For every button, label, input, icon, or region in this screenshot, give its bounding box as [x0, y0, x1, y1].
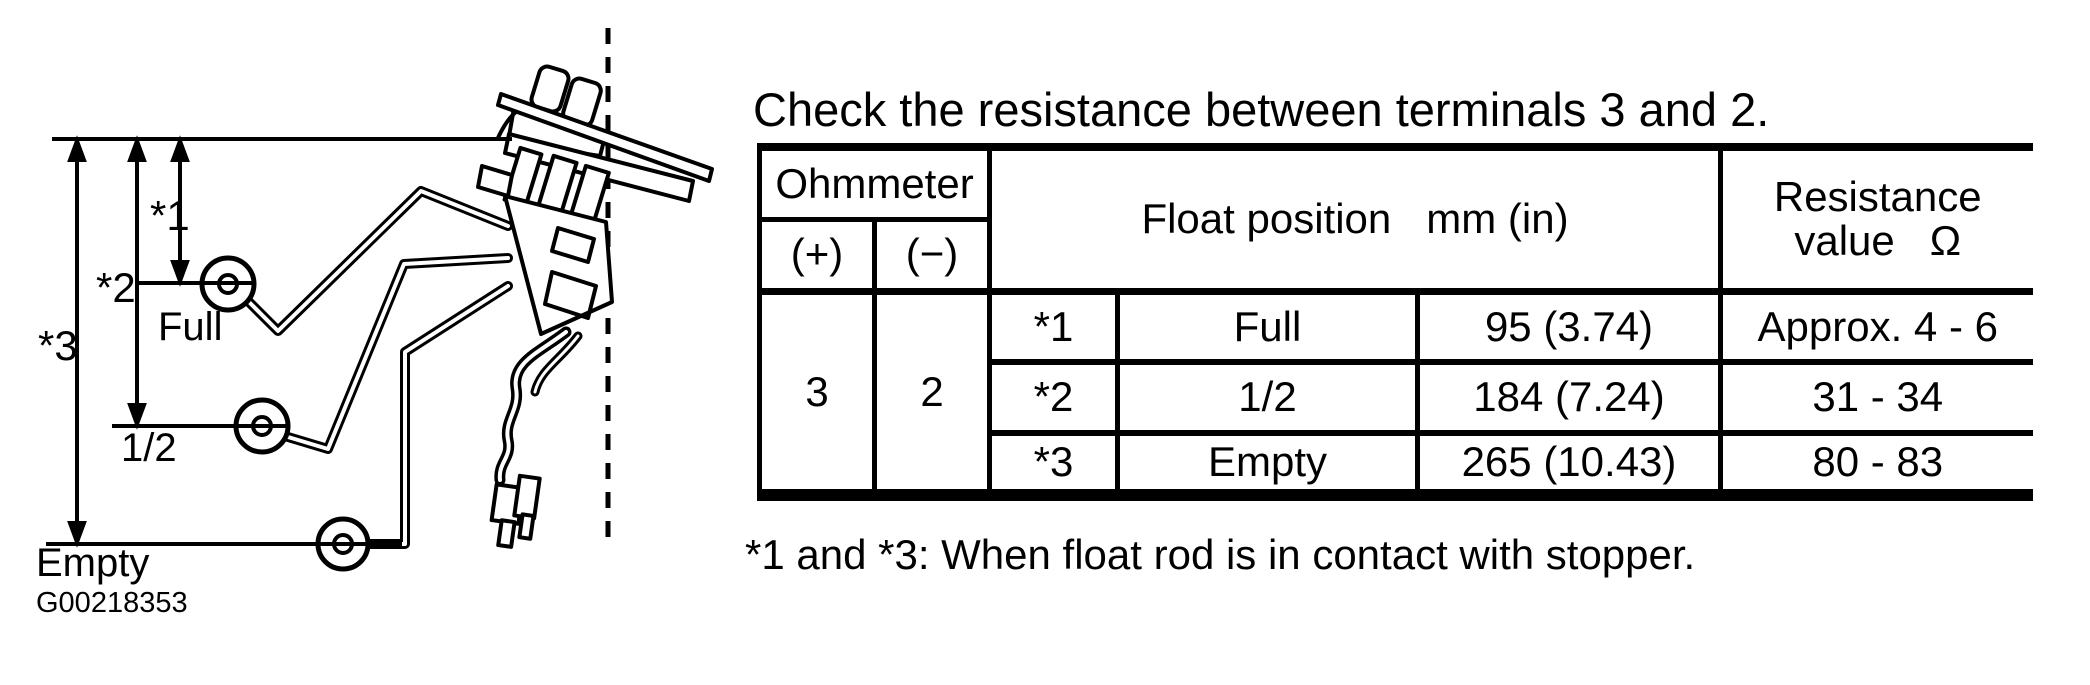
- label-full: Full: [158, 305, 222, 349]
- label-empty: Empty: [36, 541, 149, 585]
- cell-float-3: Empty: [1117, 433, 1420, 495]
- cell-float-1: Full: [1117, 291, 1420, 365]
- wire-harness: [494, 326, 583, 486]
- instruction-title: Check the resistance between terminals 3…: [753, 83, 1770, 136]
- header-resistance: Resistance value Ω: [1720, 147, 2033, 295]
- header-plus-terminal: (+): [759, 219, 877, 295]
- header-float-position: Float position mm (in): [989, 147, 1723, 295]
- table-footnote: *1 and *3: When float rod is in contact …: [745, 531, 1696, 578]
- cell-position-2: 184 (7.24): [1417, 362, 1723, 436]
- label-ref3: *3: [38, 322, 78, 369]
- cell-plus-terminal: 3: [759, 291, 877, 495]
- level-lines: [46, 137, 512, 546]
- header-resistance-line1: Resistance: [1773, 173, 1982, 221]
- header-ohmmeter: Ohmmeter: [759, 147, 992, 222]
- spec-table: Ohmmeter Float position mm (in) Resistan…: [757, 143, 2033, 501]
- cell-float-2: 1/2: [1117, 362, 1420, 436]
- resistance-spec-table: Ohmmeter Float position mm (in) Resistan…: [757, 143, 2033, 501]
- label-ref1: *1: [150, 192, 190, 239]
- cell-ref-3: *3: [989, 433, 1120, 495]
- cell-ref-1: *1: [989, 291, 1120, 365]
- cell-resistance-2: 31 - 34: [1720, 362, 2033, 436]
- cell-resistance-1: Approx. 4 - 6: [1720, 291, 2033, 365]
- header-minus-terminal: (−): [874, 219, 992, 295]
- float-position-diagram: *1 *2 *3 Full 1/2 Empty G00218353: [36, 28, 714, 619]
- float-arms: [241, 186, 513, 549]
- cell-resistance-3: 80 - 83: [1812, 438, 1944, 486]
- sender-unit: [476, 64, 714, 336]
- figure-code: G00218353: [36, 587, 188, 619]
- connector-plug: [489, 473, 542, 549]
- cell-minus-terminal: 2: [874, 291, 992, 495]
- cell-position-3: 265 (10.43): [1417, 433, 1723, 495]
- dimension-arrows: [67, 135, 190, 548]
- cell-ref-2: *2: [989, 362, 1120, 436]
- label-ref2: *2: [96, 264, 136, 311]
- cell-position-1: 95 (3.74): [1417, 291, 1723, 365]
- label-half: 1/2: [121, 426, 177, 470]
- header-resistance-line2: value Ω: [1794, 217, 1962, 265]
